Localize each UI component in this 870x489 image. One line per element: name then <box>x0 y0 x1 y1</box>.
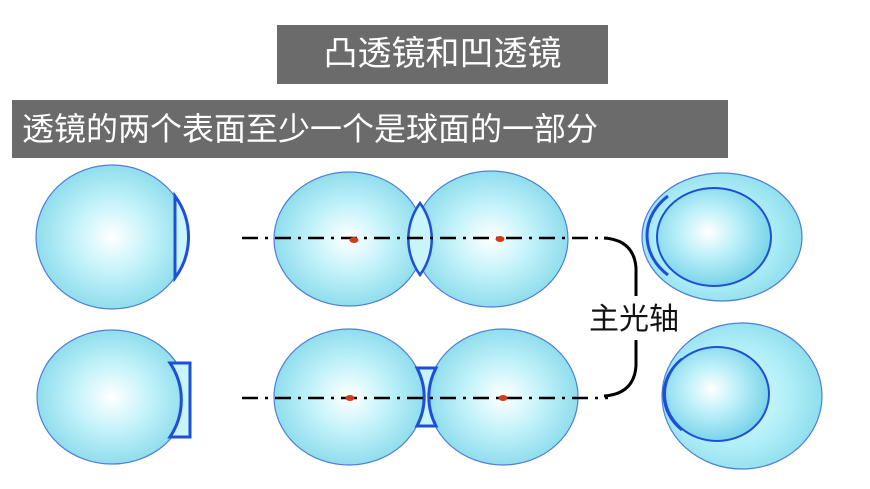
plano-convex-lens-figure <box>35 164 190 310</box>
center-dot <box>495 236 505 242</box>
meniscus-lens-figure <box>641 172 803 302</box>
center-dot <box>349 237 359 243</box>
page-title: 凸透镜和凹透镜 <box>277 25 608 84</box>
plano-concave-lens-figure <box>36 329 192 465</box>
center-dot <box>345 395 355 401</box>
center-dot <box>498 395 508 401</box>
page-subtitle: 透镜的两个表面至少一个是球面的一部分 <box>12 100 728 158</box>
meniscus-concave-lens-figure <box>661 322 823 470</box>
principal-axis-label: 主光轴 <box>589 300 679 340</box>
axis-brace <box>603 236 638 296</box>
axis-brace <box>603 340 638 398</box>
